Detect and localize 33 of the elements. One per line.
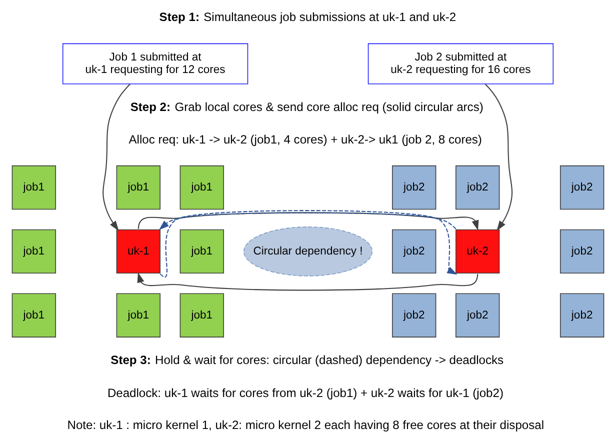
node-box: job1 xyxy=(180,165,224,210)
node-box: job2 xyxy=(455,165,500,210)
node-box: job1 xyxy=(116,293,161,338)
node-box: job2 xyxy=(392,293,436,338)
node-ellipse: Circular dependency ! xyxy=(243,226,373,276)
node-box: uk-2 xyxy=(455,229,500,274)
node-box: job2 xyxy=(560,293,604,338)
arrow xyxy=(138,212,479,230)
label: Alloc req: uk-1 -> uk-2 (job1, 4 cores) + uk-2-> uk1 (job 2, 8 cores) xyxy=(128,132,482,147)
node-box: Job 2 submitted at uk-2 requesting for 16 cores xyxy=(368,43,554,84)
node-box: job1 xyxy=(12,229,56,274)
node-box: job2 xyxy=(392,165,436,210)
node-box: job1 xyxy=(180,293,224,338)
arrow xyxy=(137,272,478,291)
node-box: job2 xyxy=(560,165,604,210)
node-box: Job 1 submitted at uk-1 requesting for 12 cores xyxy=(62,43,248,84)
node-box: job1 xyxy=(116,165,161,210)
arrow xyxy=(484,84,513,231)
node-box: job1 xyxy=(12,165,56,210)
arrow xyxy=(158,212,456,230)
arrow xyxy=(102,84,131,231)
node-box: job2 xyxy=(392,229,436,274)
node-box: uk-1 xyxy=(116,229,161,274)
arrow xyxy=(160,210,458,278)
node-box: job1 xyxy=(12,293,56,338)
node-box: job2 xyxy=(455,293,500,338)
label: Deadlock: uk-1 waits for cores from uk-2 (job1) + uk-2 waits for uk-1 (job2) xyxy=(107,386,504,400)
label: Step 2: Grab local cores & send core alloc req (solid circular arcs) xyxy=(130,100,484,114)
label: Step 1: Simultaneous job submissions at uk-1 and uk-2 xyxy=(159,10,456,24)
label: Step 3: Hold & wait for cores: circular (dashed) dependency -> deadlocks xyxy=(110,352,504,367)
label: Note: uk-1 : micro kernel 1, uk-2: micro kernel 2 each having 8 free cores at their disposal xyxy=(67,418,544,432)
node-box: job2 xyxy=(560,229,604,274)
node-box: job1 xyxy=(180,229,224,274)
